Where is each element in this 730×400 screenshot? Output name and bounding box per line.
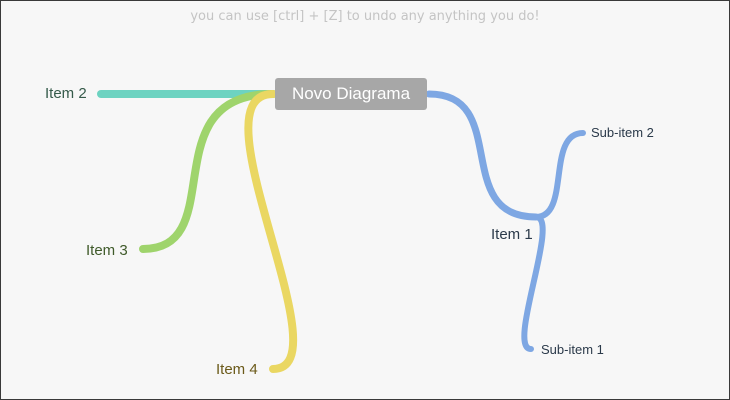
node-sub-item-1[interactable]: Sub-item 1	[541, 342, 604, 357]
connector-item-4	[244, 90, 298, 373]
node-item-3[interactable]: Item 3	[86, 242, 128, 259]
node-item-4[interactable]: Item 4	[216, 361, 258, 378]
node-sub-item-2[interactable]: Sub-item 2	[591, 125, 654, 140]
connector-sub-item-1	[521, 214, 546, 352]
root-node[interactable]: Novo Diagrama	[275, 78, 427, 110]
connector-item-1	[425, 90, 540, 221]
node-item-2[interactable]: Item 2	[45, 85, 87, 102]
connector-sub-item-2	[533, 130, 586, 220]
connector-item-3	[139, 90, 277, 253]
node-item-1[interactable]: Item 1	[491, 226, 533, 243]
undo-hint: you can use [ctrl] + [Z] to undo any any…	[190, 9, 540, 24]
